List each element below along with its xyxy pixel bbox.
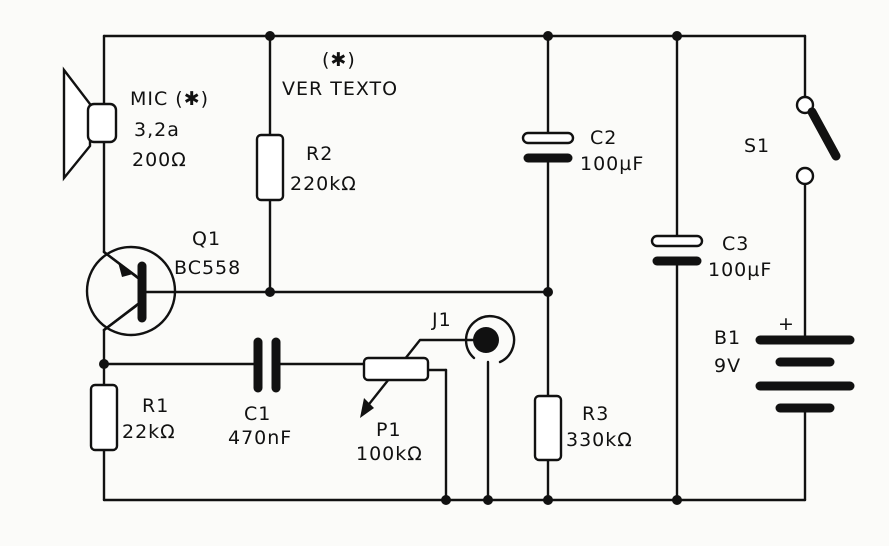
capacitor-c3	[650, 234, 704, 266]
b1-name-label: B1	[714, 327, 741, 349]
c3-name-label: C3	[722, 233, 749, 255]
battery-b1	[755, 335, 855, 413]
r3-name-label: R3	[582, 403, 609, 425]
p1-value-label: 100kΩ	[356, 443, 423, 465]
b1-polarity-label: +	[778, 313, 795, 335]
j1-name-label: J1	[431, 309, 452, 331]
potentiometer-p1	[360, 356, 430, 418]
r1-value-label: 22kΩ	[122, 421, 176, 443]
junction-dot	[483, 495, 493, 505]
labels: (✱) VER TEXTO MIC (✱) 3,2a 200Ω R2 220kΩ…	[122, 49, 795, 465]
junction-dot	[99, 359, 109, 369]
junction-dot	[441, 495, 451, 505]
junction-dot	[672, 495, 682, 505]
c2-value-label: 100µF	[580, 153, 644, 175]
c3-value-label: 100µF	[708, 259, 772, 281]
resistor-r3	[533, 394, 563, 462]
junction-dot	[543, 495, 553, 505]
p1-name-label: P1	[376, 419, 402, 441]
capacitor-c1	[253, 337, 281, 393]
mic-impedance-label: 200Ω	[132, 149, 187, 171]
r2-value-label: 220kΩ	[290, 173, 357, 195]
junctions	[99, 31, 682, 505]
c2-name-label: C2	[590, 127, 617, 149]
c1-value-label: 470nF	[228, 427, 292, 449]
junction-dot	[265, 287, 275, 297]
transistor-q1	[85, 245, 177, 337]
c1-name-label: C1	[244, 403, 271, 425]
note-text: VER TEXTO	[282, 78, 398, 100]
wire-j1-tip	[364, 338, 488, 410]
b1-value-label: 9V	[714, 355, 741, 377]
note-symbol: (✱)	[322, 49, 356, 71]
q1-name-label: Q1	[192, 228, 221, 250]
junction-dot	[265, 31, 275, 41]
junction-dot	[672, 31, 682, 41]
jack-j1	[464, 315, 516, 364]
mic-name-label: MIC (✱)	[130, 88, 209, 110]
microphone-symbol	[62, 66, 118, 182]
capacitor-c2	[521, 131, 575, 163]
r3-value-label: 330kΩ	[566, 429, 633, 451]
r2-name-label: R2	[306, 143, 333, 165]
r1-name-label: R1	[142, 395, 169, 417]
resistor-r1	[89, 383, 119, 452]
junction-dot	[543, 31, 553, 41]
mic-spec-label: 3,2a	[134, 119, 180, 141]
junction-dot	[543, 287, 553, 297]
q1-part-label: BC558	[174, 257, 241, 279]
s1-name-label: S1	[744, 135, 770, 157]
switch-s1	[795, 95, 841, 186]
resistor-r2	[255, 133, 285, 202]
